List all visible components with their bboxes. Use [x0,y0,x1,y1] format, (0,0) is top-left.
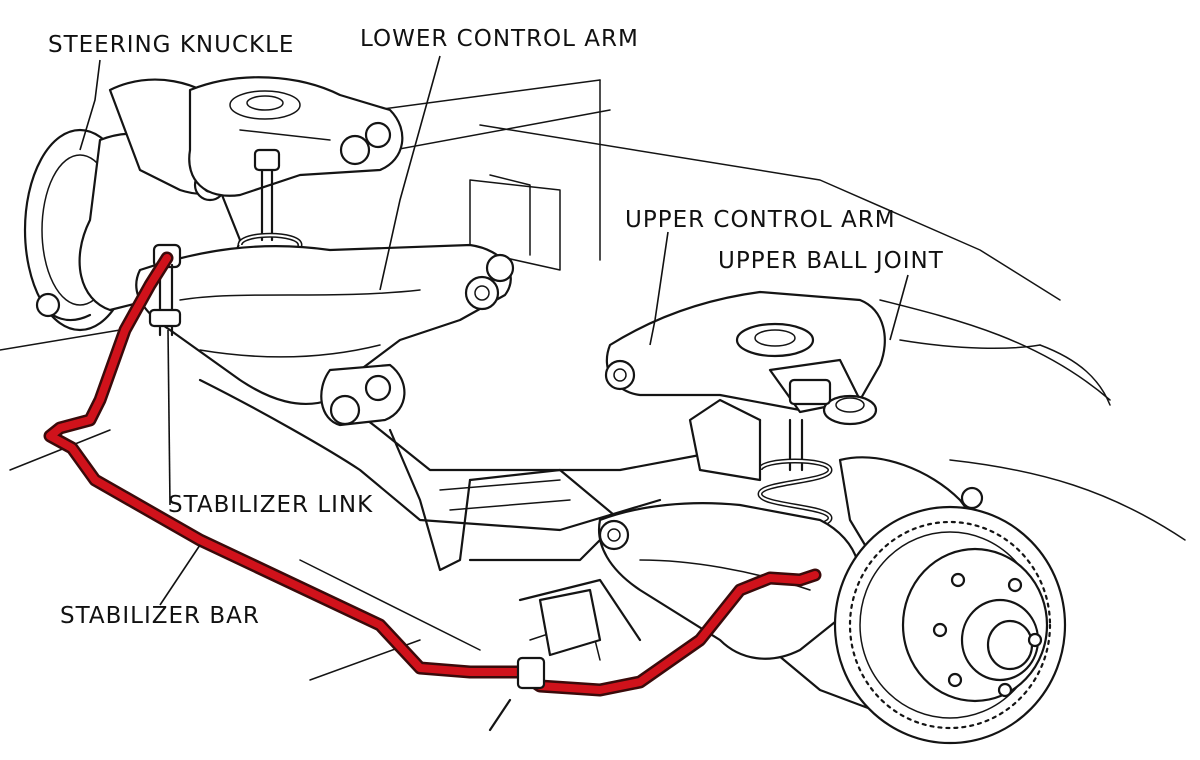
right-upper-control-arm [604,290,886,414]
leader-steering-knuckle [79,59,101,151]
labels: STEERING KNUCKLE LOWER CONTROL ARM UPPER… [48,26,944,629]
label-lower-control-arm: LOWER CONTROL ARM [360,26,639,52]
upper-ball-joint-part [788,378,878,426]
left-upper-control-arm [188,76,404,197]
label-upper-control-arm: UPPER CONTROL ARM [625,207,896,233]
leader-lower-control-arm [379,55,441,291]
left-lower-control-arm [135,243,515,427]
label-steering-knuckle: STEERING KNUCKLE [48,32,294,58]
leader-stabilizer-bar [159,544,201,606]
leader-stabilizer-link [167,329,171,506]
leader-upper-ball-joint [889,274,909,341]
leader-upper-control-arm [649,231,669,346]
label-stabilizer-link: STABILIZER LINK [168,492,373,518]
label-upper-ball-joint: UPPER BALL JOINT [718,248,944,274]
label-stabilizer-bar: STABILIZER BAR [60,603,260,629]
leader-lines [79,55,909,606]
brake-rotor [833,505,1067,745]
stabilizer-bar-part [43,251,822,732]
stabilizer-bar-core [46,254,819,694]
